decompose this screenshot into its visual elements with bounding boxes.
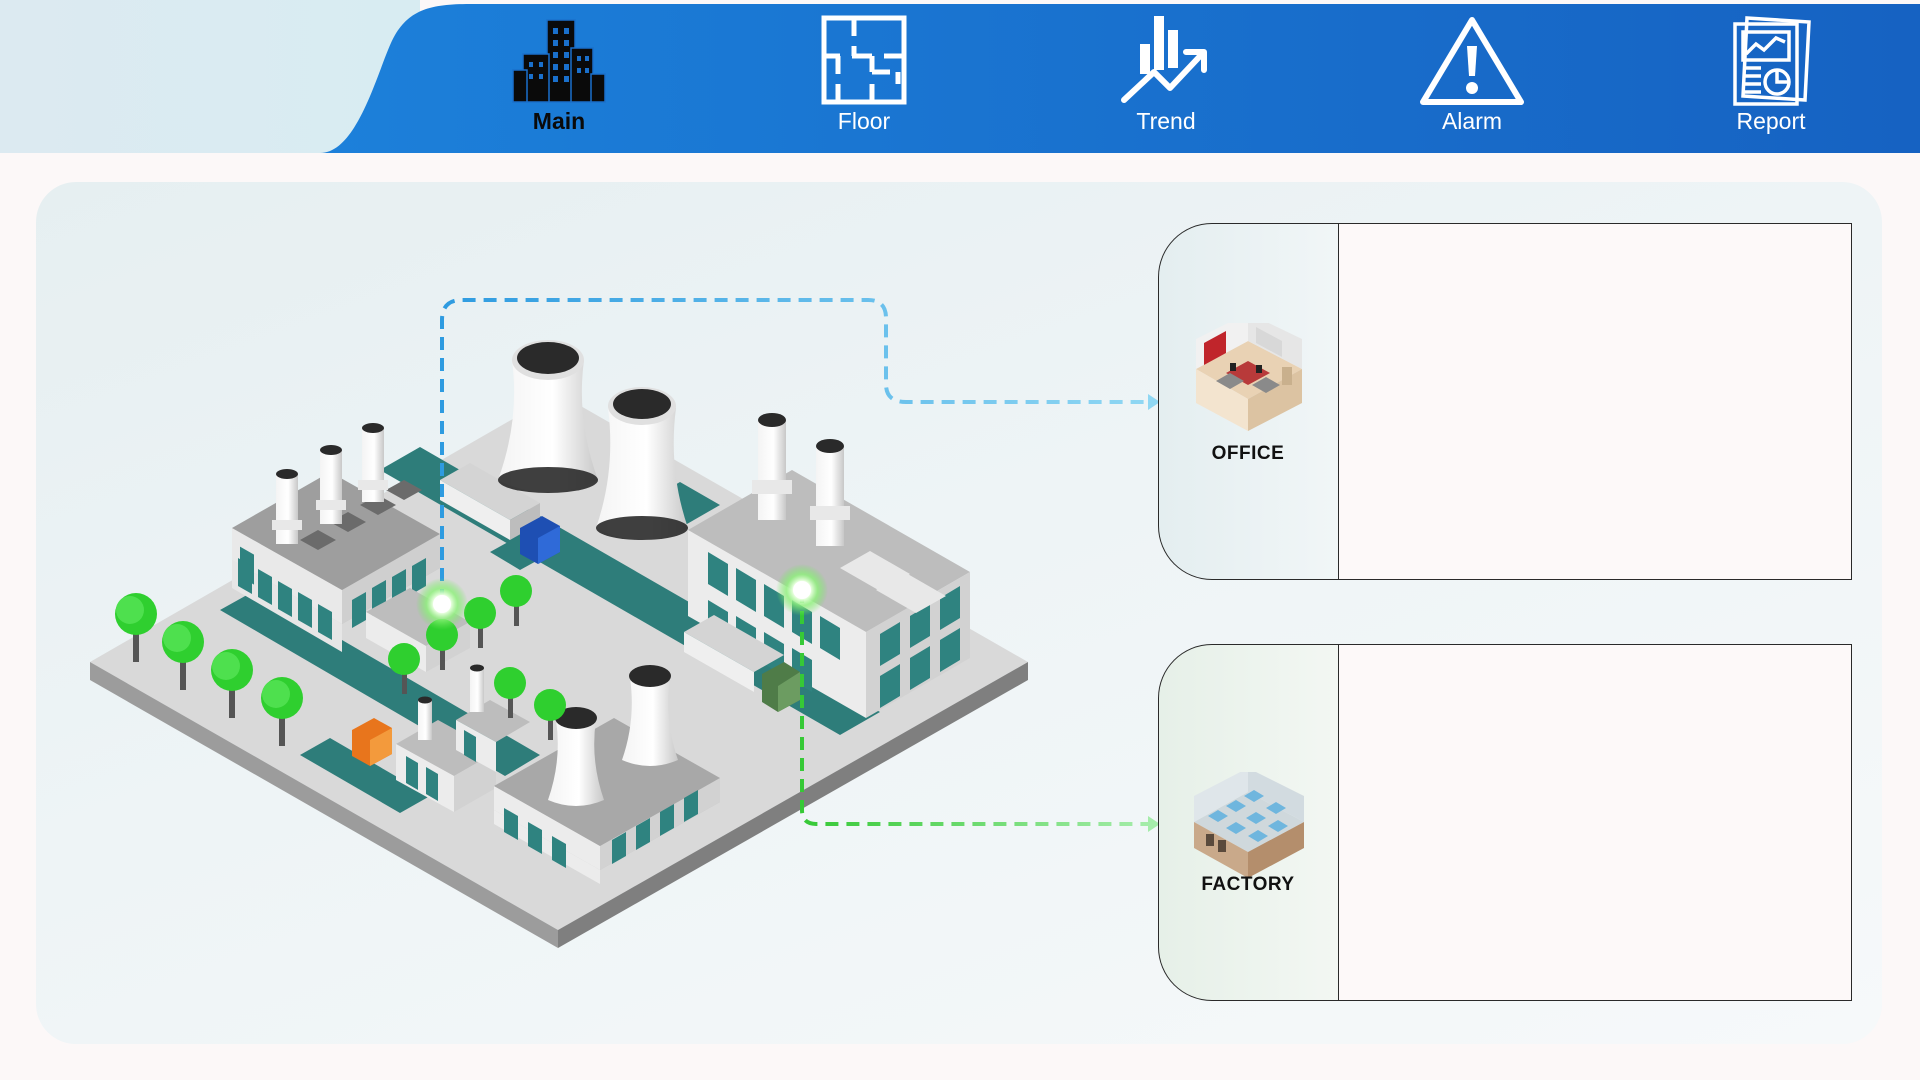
warning-triangle-icon (1420, 17, 1524, 105)
bottom-building (494, 665, 720, 884)
office-card-content (1338, 223, 1852, 580)
office-connector-line (440, 298, 1148, 602)
office-card-label: OFFICE (1211, 443, 1285, 464)
nav-bar-left-panel (0, 0, 420, 153)
nav-main-label: Main (532, 108, 586, 134)
lower-small-buildings (396, 664, 530, 812)
factory-floor-icon (1194, 772, 1304, 878)
factory-connector-line (800, 590, 1148, 826)
office-connector-arrow (1148, 394, 1160, 410)
top-nav-bar: Main Floor (0, 0, 1920, 153)
office-room-icon (1196, 323, 1302, 431)
nav-trend-label: Trend (1136, 108, 1196, 134)
nav-alarm-button[interactable]: Alarm (1397, 14, 1547, 144)
office-card[interactable]: OFFICE (1158, 223, 1852, 580)
cooling-towers (498, 340, 688, 540)
blue-truck (440, 463, 560, 564)
factory-card[interactable]: FACTORY (1158, 644, 1852, 1001)
nav-bar-background (320, 4, 1920, 153)
trend-chart-icon (1121, 16, 1207, 103)
factory-card-label: FACTORY (1201, 874, 1295, 895)
buildings-icon (512, 19, 606, 103)
left-factory-building (232, 423, 440, 652)
right-factory-building (688, 413, 970, 718)
report-document-icon (1733, 16, 1811, 106)
floor-plan-icon (821, 15, 907, 105)
nav-alarm-label: Alarm (1441, 108, 1503, 134)
factory-connector-arrow (1148, 816, 1160, 832)
nav-report-button[interactable]: Report (1696, 14, 1846, 144)
nav-trend-button[interactable]: Trend (1091, 14, 1241, 144)
nav-floor-button[interactable]: Floor (789, 14, 939, 144)
nav-report-label: Report (1736, 108, 1806, 134)
nav-main-button[interactable]: Main (484, 14, 634, 144)
orange-truck (352, 718, 392, 766)
factory-card-content (1338, 644, 1852, 1001)
green-truck (684, 615, 800, 712)
nav-floor-label: Floor (837, 108, 891, 134)
